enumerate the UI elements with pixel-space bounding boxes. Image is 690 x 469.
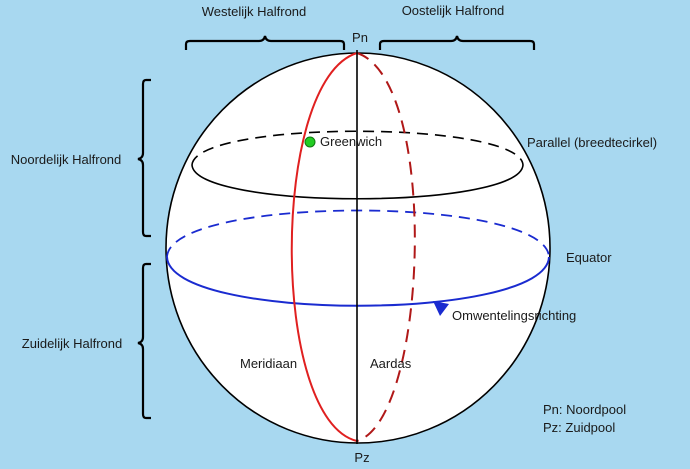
label-north-pole: Pn [352, 30, 368, 45]
label-greenwich: Greenwich [320, 134, 382, 149]
label-equator: Equator [566, 250, 612, 265]
meridian-front [290, 52, 358, 442]
label-southern-hemisphere: Zuidelijk Halfrond [22, 336, 122, 351]
brace-northern [137, 78, 151, 238]
legend-north-pole: Pn: Noordpool [543, 402, 626, 417]
equator-back [166, 209, 550, 258]
brace-eastern [378, 35, 536, 50]
label-south-pole: Pz [354, 450, 369, 465]
brace-southern [137, 262, 151, 420]
greenwich-dot [304, 136, 316, 148]
rotation-arrow [433, 301, 449, 316]
legend-south-pole: Pz: Zuidpool [543, 420, 615, 435]
brace-western [184, 35, 346, 50]
label-northern-hemisphere: Noordelijk Halfrond [11, 152, 122, 167]
globe [165, 52, 551, 444]
meridian-back [356, 52, 416, 442]
label-meridian: Meridiaan [240, 356, 297, 371]
label-eastern-hemisphere: Oostelijk Halfrond [402, 3, 505, 18]
equator-front [166, 256, 550, 307]
label-rotation-direction: Omwentelingsrichting [452, 308, 576, 323]
label-western-hemisphere: Westelijk Halfrond [202, 4, 307, 19]
label-axis: Aardas [370, 356, 412, 371]
label-parallel: Parallel (breedtecirkel) [527, 135, 657, 150]
parallel-back [191, 130, 524, 166]
